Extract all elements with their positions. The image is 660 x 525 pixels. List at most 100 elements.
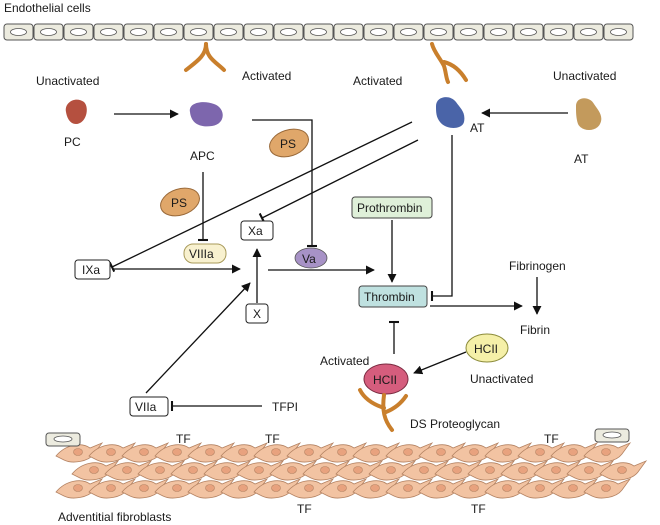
viia-to-x-arrow — [145, 282, 251, 394]
fibroblast-cell — [121, 478, 170, 499]
ds-proteoglycan-icon — [358, 388, 408, 432]
endothelial-nucleus — [70, 28, 87, 36]
fibroblast-cell — [517, 442, 566, 463]
tf-label-1: TF — [176, 432, 191, 446]
endothelial-nucleus — [250, 28, 267, 36]
adventitial-fibroblasts-label: Adventitial fibroblasts — [58, 510, 171, 524]
endothelial-nucleus — [40, 28, 57, 36]
fibroblast-cell — [385, 478, 434, 499]
fibroblast-cell — [88, 478, 137, 499]
at-active-icon — [436, 97, 465, 128]
at-active-label: AT — [470, 121, 485, 135]
hcii-activation-arrow — [413, 351, 467, 375]
fibrin-label: Fibrin — [520, 323, 550, 337]
thrombin-box — [358, 285, 428, 308]
fibroblast-cell — [154, 478, 203, 499]
fibroblast-cell — [500, 460, 549, 481]
endothelial-cells-label: Endothelial cells — [4, 1, 91, 15]
fibroblast-cell — [418, 478, 467, 499]
fibroblast-cell — [484, 478, 533, 499]
viiia-box — [183, 243, 227, 264]
endothelial-nucleus — [100, 28, 117, 36]
fibroblast-cell — [286, 442, 335, 463]
ixa-box — [74, 259, 111, 280]
fibroblast-cell — [385, 442, 434, 463]
endothelial-nucleus — [370, 28, 387, 36]
endothelial-nucleus — [340, 28, 357, 36]
endothelial-nucleus — [220, 28, 237, 36]
fibroblast-cell — [368, 460, 417, 481]
fibroblast-cell — [418, 442, 467, 463]
apc-icon — [189, 102, 223, 127]
tf-label-3: TF — [544, 432, 559, 446]
apc-label: APC — [190, 149, 215, 163]
x-label: X — [253, 307, 261, 321]
hcii-active-label: HCII — [373, 373, 397, 387]
xa-label: Xa — [248, 224, 263, 238]
fibroblast-cell — [319, 478, 368, 499]
viia-box — [129, 396, 169, 417]
pc-label: PC — [64, 135, 81, 149]
fibroblast-cell — [550, 478, 599, 499]
apc-receptor-icon — [184, 42, 226, 72]
at-activated-label: Activated — [353, 74, 402, 88]
ds-proteoglycan-label: DS Proteoglycan — [410, 417, 500, 431]
fibroblast-cell — [55, 478, 104, 499]
endothelial-nucleus — [280, 28, 297, 36]
endothelial-nucleus — [160, 28, 177, 36]
endothelial-nucleus — [130, 28, 147, 36]
va-label: Va — [302, 252, 316, 266]
pc-unactivated-label: Unactivated — [36, 74, 99, 88]
endothelial-layer — [3, 23, 634, 41]
endothelial-nucleus — [400, 28, 417, 36]
ps-left-icon — [160, 187, 200, 217]
at-inhibits-ixa-line — [108, 121, 413, 273]
fibroblast-layer — [55, 442, 648, 499]
endothelial-nucleus — [520, 28, 537, 36]
at-inactive-icon — [576, 98, 602, 130]
endothelial-nucleus — [550, 28, 567, 36]
fibroblast-cell — [550, 442, 599, 463]
viiia-label: VIIIa — [189, 247, 214, 261]
fibroblast-cell — [583, 442, 632, 463]
viia-label: VIIa — [135, 400, 157, 414]
endothelial-nucleus — [610, 28, 627, 36]
apc-inhibits-va-line — [252, 119, 318, 248]
endothelial-nucleus — [580, 28, 597, 36]
apc-activated-label: Activated — [242, 69, 291, 83]
fibroblast-cell — [583, 478, 632, 499]
ps-top-label: PS — [280, 137, 296, 151]
at-inhibits-thrombin-line — [430, 135, 453, 302]
tfpi-label: TFPI — [272, 400, 298, 414]
fibroblast-cell — [599, 460, 648, 481]
endothelial-nucleus — [310, 28, 327, 36]
fibrinogen-label: Fibrinogen — [509, 259, 566, 273]
ixa-label: IXa — [82, 263, 100, 277]
fibroblast-cell — [187, 442, 236, 463]
hcii-unactivated-label: Unactivated — [470, 372, 533, 386]
ps-left-label: PS — [171, 196, 187, 210]
x-box — [245, 303, 269, 324]
va-badge — [294, 247, 328, 269]
hcii-active-icon — [363, 363, 409, 395]
fibroblast-cell — [434, 460, 483, 481]
fibroblast-side-cell-right — [594, 428, 630, 443]
fibroblast-side-cell-left — [45, 432, 81, 447]
hcii-inactive-label: HCII — [474, 342, 498, 356]
ps-top-icon — [269, 128, 309, 158]
at-unactivated-label: Unactivated — [553, 69, 616, 83]
thrombin-label: Thrombin — [364, 290, 415, 304]
prothrombin-box — [351, 196, 433, 219]
hcii-activated-label: Activated — [320, 354, 369, 368]
hcii-inactive-icon — [465, 333, 509, 363]
fibroblast-cell — [121, 442, 170, 463]
tf-label-5: TF — [471, 502, 486, 516]
at-inactive-label: AT — [574, 152, 589, 166]
endothelial-nucleus — [10, 28, 27, 36]
endothelial-nucleus — [430, 28, 447, 36]
at-inhibits-xa-line — [258, 139, 419, 224]
xa-box — [240, 220, 274, 241]
endothelial-nucleus — [490, 28, 507, 36]
endothelial-nucleus — [460, 28, 477, 36]
